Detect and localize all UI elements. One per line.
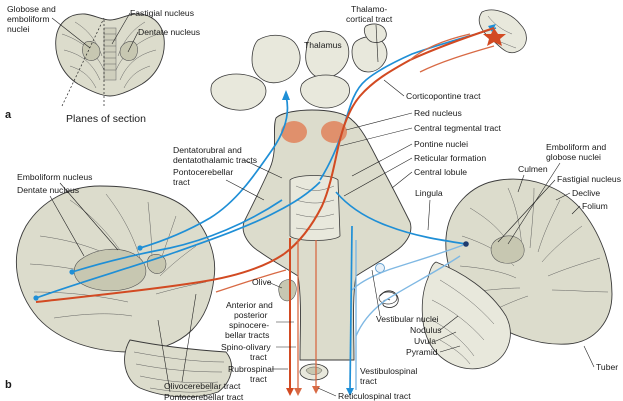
label-spino-olivary-1: Spino-olivary: [221, 342, 271, 352]
label-pontocerebellar-top-2: tract: [173, 177, 190, 187]
label-emboliform-left: Emboliform nucleus: [17, 172, 92, 182]
label-dentate-left: Dentate nucleus: [17, 185, 79, 195]
label-rubrospinal-2: tract: [250, 374, 267, 384]
arrow-head-rubrospinal-1: [286, 388, 294, 396]
label-fastigial-a: Fastigial nucleus: [130, 8, 194, 18]
label-culmen: Culmen: [518, 164, 548, 174]
label-emboliform-globose-1: Emboliform and: [546, 142, 606, 152]
label-thalamocortical-2: cortical tract: [346, 14, 393, 24]
label-red-nucleus: Red nucleus: [414, 108, 462, 118]
label-reticulospinal: Reticulospinal tract: [338, 391, 411, 401]
spinal-cord-section: [299, 363, 329, 381]
arrow-head-rubrospinal-2: [294, 388, 302, 396]
label-spino-olivary-2: tract: [250, 352, 267, 362]
label-rubrospinal-1: Rubrospinal: [228, 364, 274, 374]
label-ant-post-spino-4: bellar tracts: [225, 330, 269, 340]
label-globose-emboliform-3: nuclei: [7, 24, 30, 34]
panel-label-b: b: [5, 379, 12, 391]
label-reticular-formation: Reticular formation: [414, 153, 486, 163]
label-tuber: Tuber: [596, 362, 618, 372]
afferent-pathways-red: [35, 27, 495, 390]
label-fastigial-right: Fastigial nucleus: [557, 174, 621, 184]
arrow-head-reticulospinal: [312, 386, 320, 394]
label-olivocerebellar: Olivocerebellar tract: [164, 381, 241, 391]
label-dentatorubral-2: dentatothalamic tracts: [173, 155, 257, 165]
label-globose-emboliform-1: Globose and: [7, 4, 56, 14]
label-dentatorubral-1: Dentatorubral and: [173, 145, 242, 155]
label-ant-post-spino-3: spinocere-: [229, 320, 269, 330]
label-thalamus: Thalamus: [304, 40, 342, 50]
label-thalamocortical-1: Thalamo-: [351, 4, 387, 14]
label-pontine-nuclei: Pontine nuclei: [414, 139, 468, 149]
star-cortex: [483, 28, 506, 46]
label-olive: Olive: [252, 277, 272, 287]
label-corticopontine: Corticopontine tract: [406, 91, 481, 101]
arrow-head-vestibulospinal: [346, 388, 354, 396]
label-pyramid: Pyramid: [406, 347, 438, 357]
inner-ear-icon: [378, 290, 399, 309]
label-lingula: Lingula: [415, 188, 443, 198]
label-pontocerebellar-bottom: Pontocerebellar tract: [164, 392, 244, 401]
label-vestibulospinal-2: tract: [360, 376, 377, 386]
label-ant-post-spino-2: posterior: [234, 310, 268, 320]
label-declive: Declive: [572, 188, 600, 198]
arrow-head-thalamus: [282, 90, 290, 100]
label-pontocerebellar-top-1: Pontocerebellar: [173, 167, 233, 177]
panel-label-a: a: [5, 109, 12, 121]
label-globose-emboliform-2: emboliform: [7, 14, 50, 24]
label-emboliform-globose-2: globose nuclei: [546, 152, 601, 162]
cerebellum-left-lower-folia: [124, 339, 233, 398]
label-vestibulospinal-1: Vestibulospinal: [360, 366, 417, 376]
label-uvula: Uvula: [414, 336, 436, 346]
olive-left: [278, 279, 297, 302]
label-folium: Folium: [582, 201, 608, 211]
cerebellum-right-lower-lobe: [421, 261, 511, 370]
label-planes-of-section: Planes of section: [66, 113, 146, 125]
plane-of-section-line-1: [61, 17, 105, 107]
thalamus: [210, 23, 388, 111]
label-central-tegmental: Central tegmental tract: [414, 123, 502, 133]
cerebellum-left-hemisphere: [16, 185, 216, 353]
label-nodulus: Nodulus: [410, 325, 442, 335]
label-vestibular-nuclei: Vestibular nuclei: [376, 314, 439, 324]
label-ant-post-spino-1: Anterior and: [226, 300, 273, 310]
label-central-lobule: Central lobule: [414, 167, 467, 177]
label-dentate-a: Dentate nucleus: [138, 27, 200, 37]
